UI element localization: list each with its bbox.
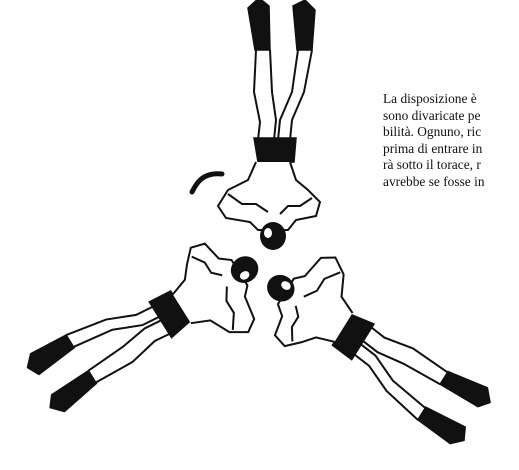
paragraph-line: avrebbe se fosse in <box>383 174 519 191</box>
paragraph-line: La disposizione è <box>383 91 519 108</box>
paragraph-text: La disposizione è sono divaricate pe bil… <box>383 91 519 190</box>
paragraph-line: bilità. Ognuno, ric <box>383 124 519 141</box>
paragraph-line: sono divaricate pe <box>383 108 519 125</box>
diver-right <box>244 234 512 454</box>
diver-top <box>192 0 320 250</box>
diver-left <box>18 222 286 442</box>
paragraph-line: prima di entrare in <box>383 141 519 158</box>
paragraph-line: rà sotto il torace, r <box>383 157 519 174</box>
